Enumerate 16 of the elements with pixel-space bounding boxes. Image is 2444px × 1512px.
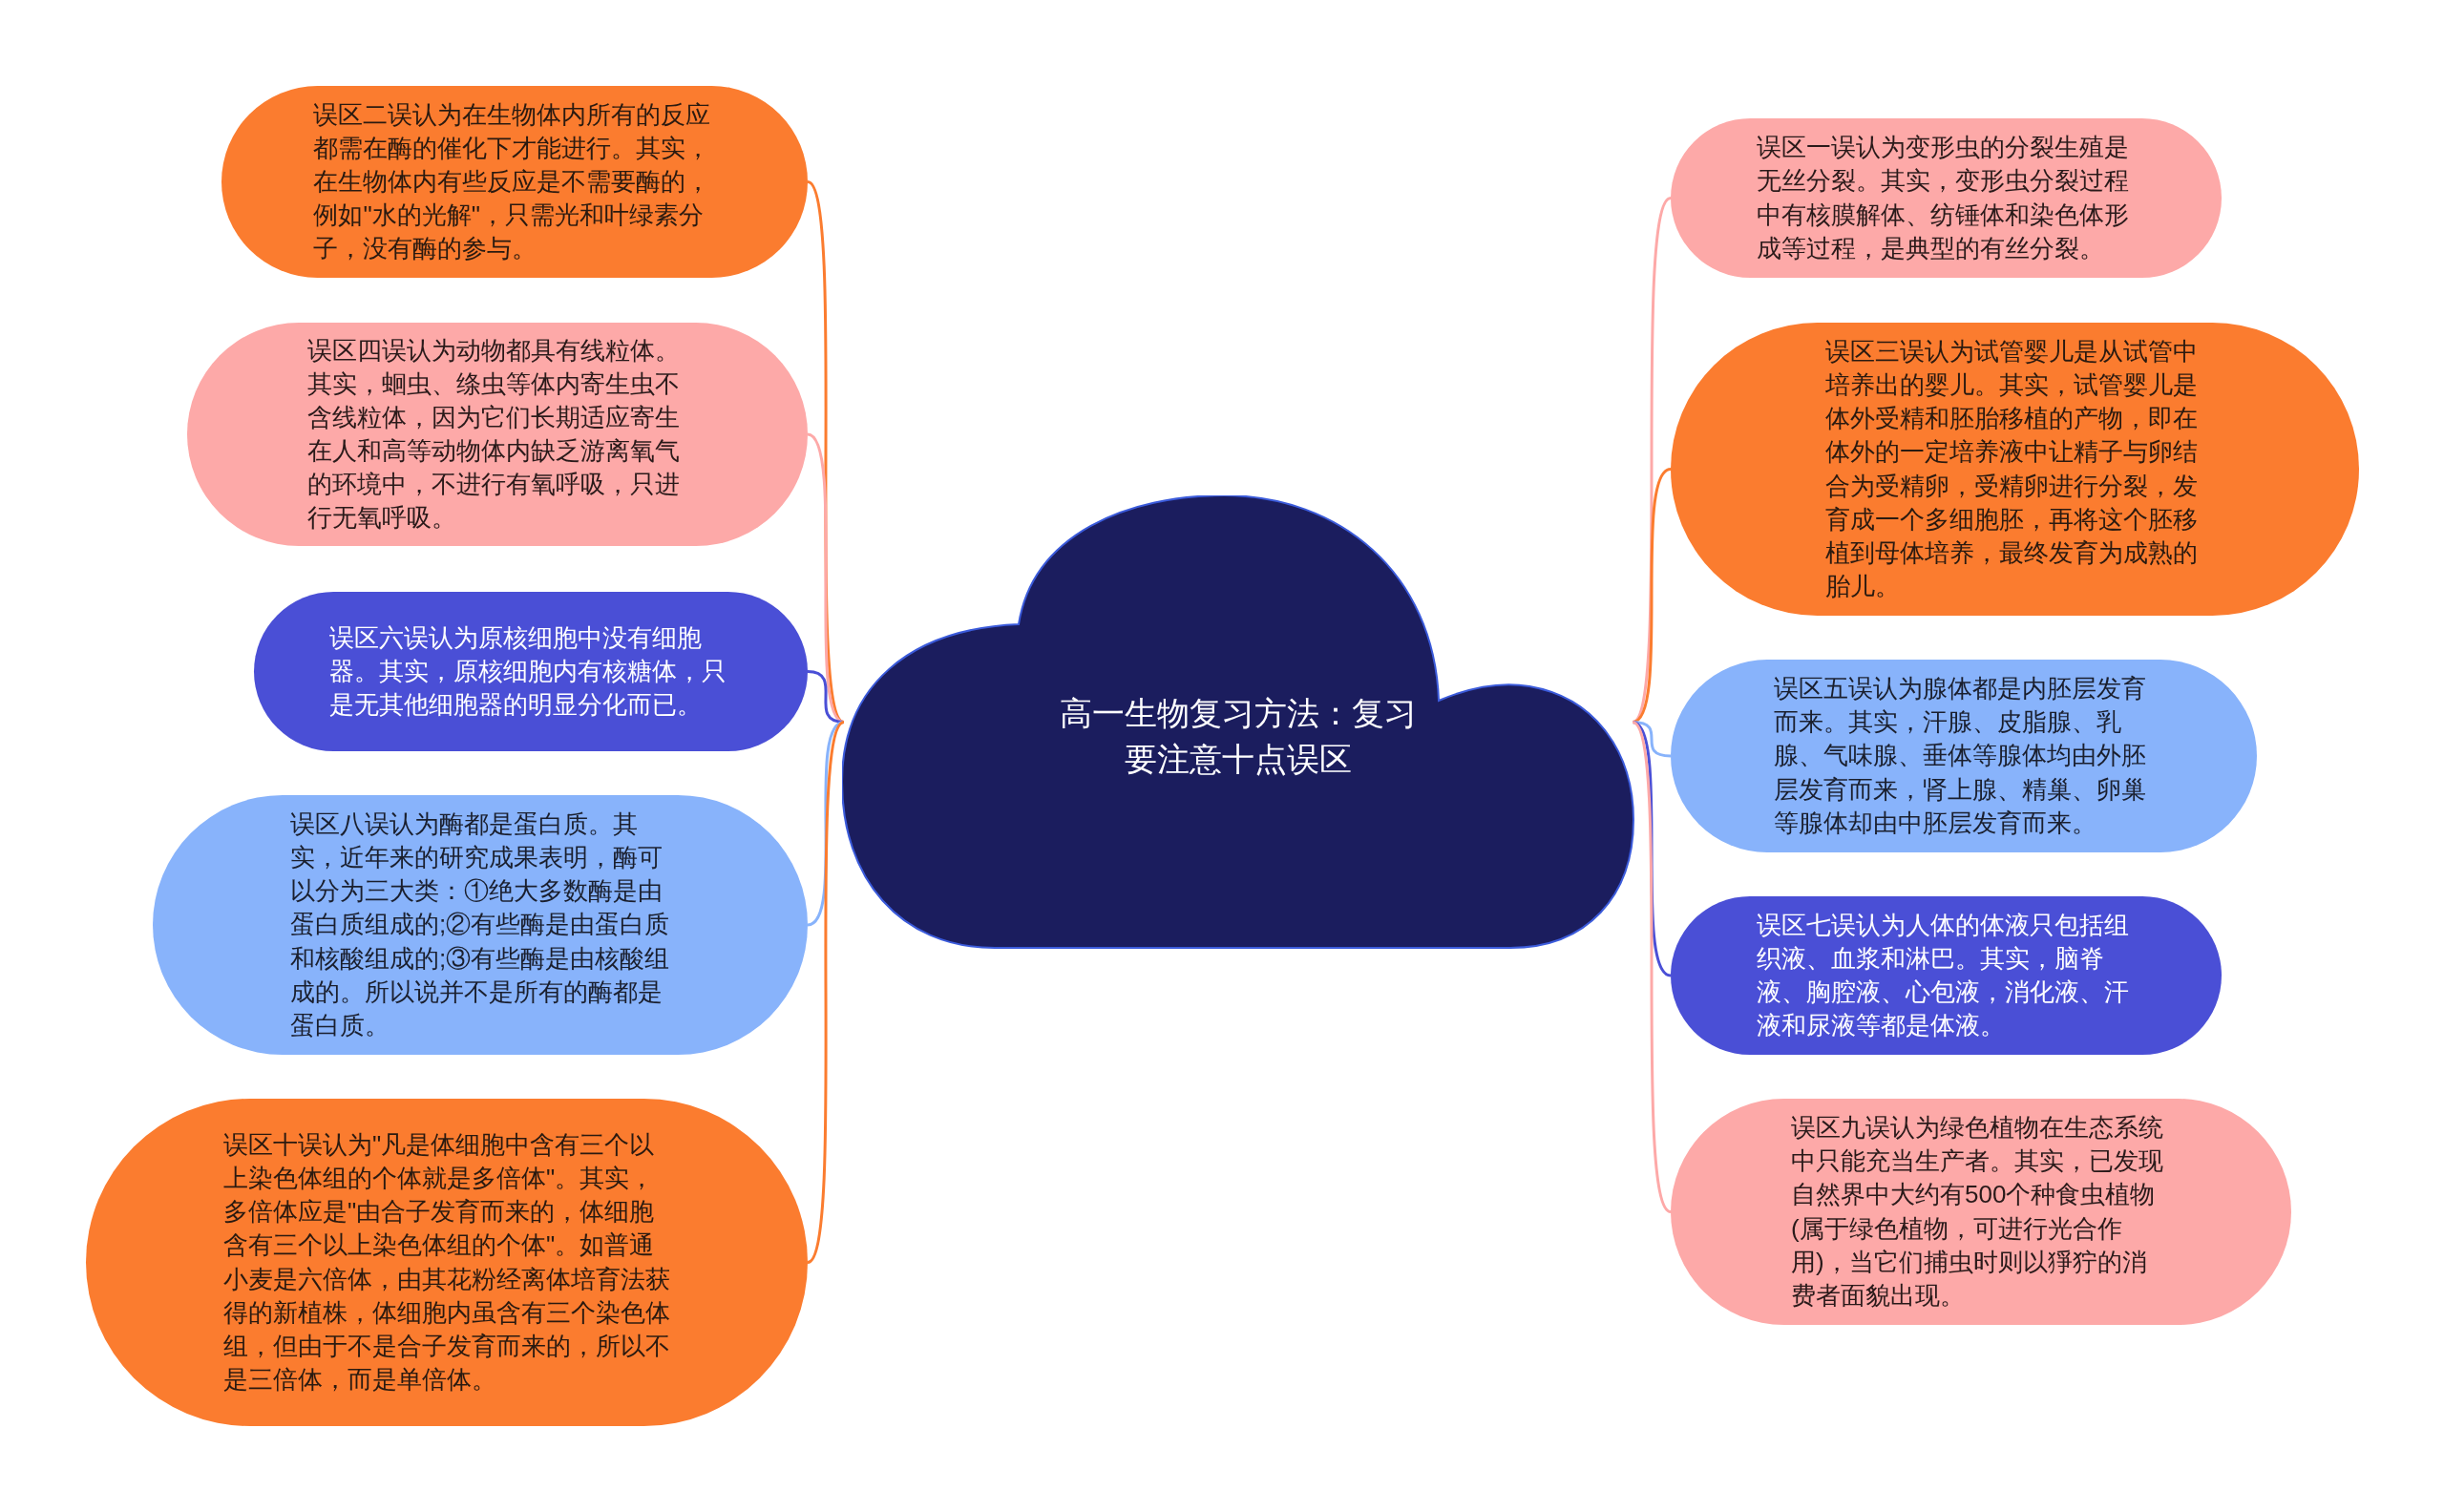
bubble-text: 误区七误认为人体的体液只包括组织液、血浆和淋巴。其实，脑脊液、胸腔液、心包液，消化液、汗液和尿液等都是体液。 — [1756, 909, 2130, 1042]
connector-line — [807, 432, 845, 724]
connector-line — [1632, 721, 1672, 977]
connector-line — [1632, 468, 1672, 724]
connector-line — [1631, 721, 1673, 1213]
bubble-text: 误区四误认为动物都具有线粒体。其实，蛔虫、绦虫等体内寄生虫不含线粒体，因为它们长期适应寄生在人和高等动物体内缺乏游离氧气的环境中，不进行有氧呼吸，只进行无氧呼吸。 — [307, 334, 682, 535]
bubble-text: 误区八误认为酶都是蛋白质。其实，近年来的研究成果表明，酶可以分为三大类：①绝大多数酶是由蛋白质组成的;②有些酶是由蛋白质和核酸组成的;③有些酶是由核酸组成的。所以说并不是所有的酶都是蛋白质。 — [290, 808, 670, 1041]
connector-line — [807, 721, 845, 927]
bubble-text: 误区二误认为在生物体内所有的反应都需在酶的催化下才能进行。其实，在生物体内有些反应是不需要酶的，例如"水的光解"，只需光和叶绿素分子，没有酶的参与。 — [313, 98, 712, 265]
bubble-text: 误区一误认为变形虫的分裂生殖是无丝分裂。其实，变形虫分裂过程中有核膜解体、纺锤体和染色体形成等过程，是典型的有丝分裂。 — [1756, 132, 2130, 264]
bubble-text: 误区十误认为"凡是体细胞中含有三个以上染色体组的个体就是多倍体"。其实，多倍体应是"由合子发育而来的，体细胞含有三个以上染色体组的个体"。如普通小麦是六倍体，由其花粉经离体培育法获得的新植株，体细胞内虽含有三个染色体组，但由于不是合子发育而来的，所以不是三倍体，而是单倍体。 — [223, 1129, 670, 1396]
topic-title: 高一生物复习方法：复习要注意十点误区 — [1059, 693, 1418, 779]
bubble-text: 误区六误认为原核细胞中没有细胞器。其实，原核细胞内有核糖体，只是无其他细胞器的明显分化而已。 — [329, 621, 728, 722]
bubble-text: 误区三误认为试管婴儿是从试管中培养出的婴儿。其实，试管婴儿是体外受精和胚胎移植的产物，即在体外的一定培养液中让精子与卵结合为受精卵，受精卵进行分裂，发育成一个多细胞胚，再将这个胚移植到母体培养，最终发育为成熟的胎儿。 — [1824, 336, 2199, 602]
bubble-text: 误区九误认为绿色植物在生态系统中只能充当生产者。其实，已发现自然界中大约有500个种食虫植物(属于绿色植物，可进行光合作用)，当它们捕虫时则以猙狞的消费者面貌出现。 — [1791, 1112, 2165, 1312]
bubble-text: 误区五误认为腺体都是内胚层发育而来。其实，汗腺、皮脂腺、乳腺、气味腺、垂体等腺体均由外胚层发育而来，肾上腺、精巢、卵巢等腺体却由中胚层发育而来。 — [1774, 673, 2148, 839]
